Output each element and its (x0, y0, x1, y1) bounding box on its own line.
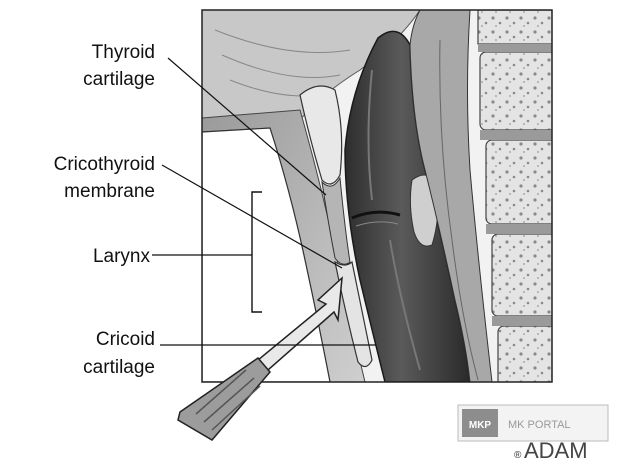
adam-brand-text: ADAM (524, 438, 588, 459)
label-larynx: Larynx (93, 246, 151, 267)
label-thyroid-cartilage-line2: cartilage (83, 69, 155, 90)
label-cricothyroid-membrane-line2: membrane (64, 181, 155, 202)
label-cricothyroid-membrane-line1: Cricothyroid (54, 154, 155, 175)
watermark-portal-text: MK PORTAL (508, 419, 571, 431)
label-cricoid-cartilage-line2: cartilage (83, 357, 155, 378)
watermark-badge-text: MKP (469, 420, 492, 431)
mkportal-watermark: MKP MK PORTAL (458, 405, 608, 441)
label-thyroid-cartilage-line1: Thyroid (92, 42, 155, 63)
adam-logo: ® ADAM (514, 438, 588, 459)
illustration-panel (202, 10, 578, 386)
label-cricoid-cartilage-line1: Cricoid (96, 329, 155, 350)
adam-registered-mark: ® (514, 450, 522, 459)
